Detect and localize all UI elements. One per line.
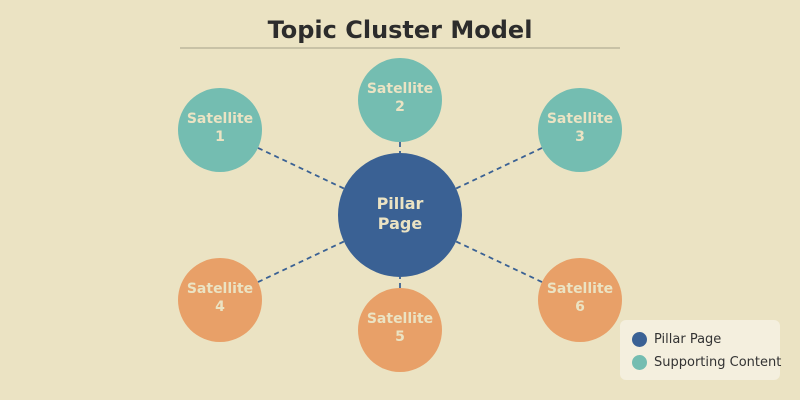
legend-swatch-supporting <box>632 355 647 370</box>
legend-label-supporting: Supporting Content <box>654 355 782 370</box>
satellite-node-4: Satellite 4 <box>178 258 262 342</box>
legend-swatch-pillar <box>632 332 647 347</box>
satellite-node-2: Satellite 2 <box>358 58 442 142</box>
satellite-node-1: Satellite 1 <box>178 88 262 172</box>
satellite-circle <box>358 288 442 372</box>
legend: Pillar Page Supporting Content <box>620 320 782 380</box>
satellite-label-line: 6 <box>575 299 585 315</box>
satellite-label-line: Satellite <box>547 281 613 297</box>
legend-label-pillar: Pillar Page <box>654 332 722 347</box>
satellite-label-line: 2 <box>395 99 405 115</box>
connector-line-6 <box>455 240 543 283</box>
connector-line-1 <box>257 147 345 190</box>
satellite-circle <box>178 258 262 342</box>
legend-item-pillar: Pillar Page <box>632 328 780 351</box>
satellite-label-line: Satellite <box>547 111 613 127</box>
satellite-circle <box>538 88 622 172</box>
nodes: PillarPageSatellite1Satellite2Satellite3… <box>178 58 622 372</box>
diagram-title: Topic Cluster Model <box>268 16 533 44</box>
pillar-label-line: Pillar <box>377 194 424 213</box>
satellite-label-line: Satellite <box>367 81 433 97</box>
connector-line-4 <box>257 240 345 283</box>
satellite-label-line: 1 <box>215 129 225 145</box>
satellite-circle <box>358 58 442 142</box>
satellite-label-line: Satellite <box>187 111 253 127</box>
satellite-label-line: Satellite <box>187 281 253 297</box>
satellite-node-3: Satellite 3 <box>538 88 622 172</box>
satellite-circle <box>538 258 622 342</box>
satellite-label-line: Satellite <box>367 311 433 327</box>
connectors <box>257 142 543 288</box>
satellite-circle <box>178 88 262 172</box>
legend-item-supporting: Supporting Content <box>632 351 782 374</box>
connector-line-3 <box>455 147 543 190</box>
pillar-label-line: Page <box>378 214 423 233</box>
satellite-node-5: Satellite 5 <box>358 288 442 372</box>
satellite-label-line: 3 <box>575 129 585 145</box>
pillar-circle <box>338 153 462 277</box>
satellite-label-line: 4 <box>215 299 225 315</box>
satellite-label-line: 5 <box>395 329 405 345</box>
satellite-node-6: Satellite 6 <box>538 258 622 342</box>
